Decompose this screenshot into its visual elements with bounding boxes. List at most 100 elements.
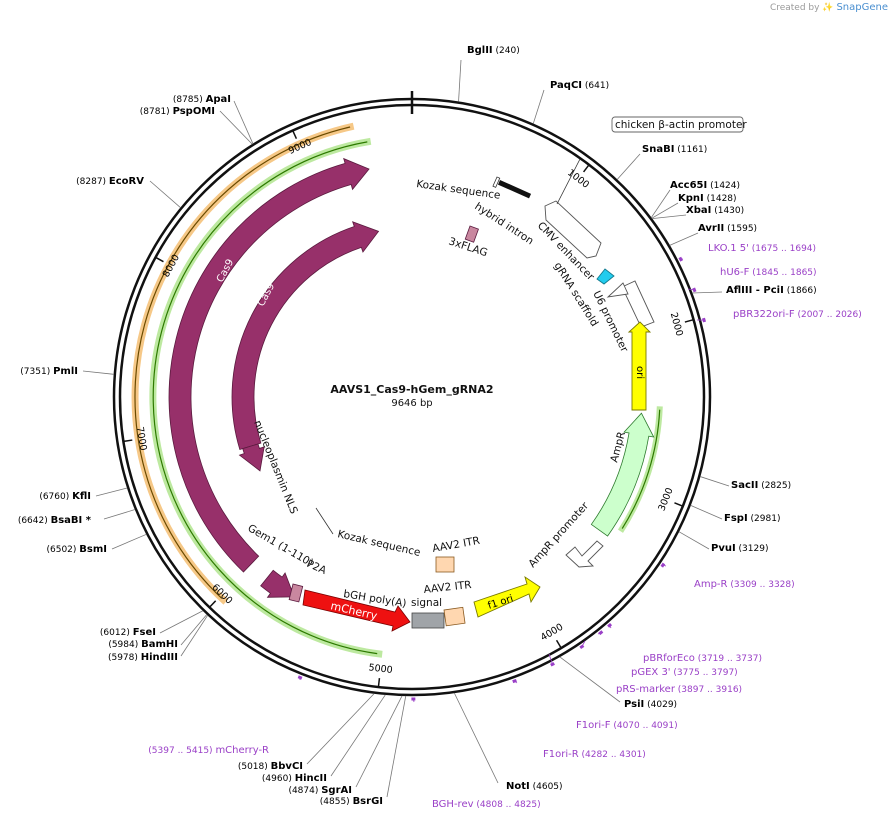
site-leader-line (219, 110, 253, 145)
kozak-bottom-label: Kozak sequence (336, 528, 421, 559)
restriction-site-label[interactable]: AvrII (1595) (698, 223, 757, 234)
restriction-site-label[interactable]: SnaBI (1161) (642, 144, 707, 155)
site-leader-line (651, 214, 687, 219)
tick-label: 7000 (134, 426, 149, 452)
primer-label[interactable]: (5397 .. 5415) mCherry-R (148, 745, 269, 756)
cas9-inner-arrow (231, 221, 380, 451)
primer-label[interactable]: pBRforEco (3719 .. 3737) (643, 653, 762, 664)
cmv-enhancer-arrow (544, 200, 602, 259)
u6-promoter-arrow (621, 280, 655, 328)
restriction-site-label[interactable]: (8287) EcoRV (76, 176, 144, 187)
aav2-itr-upper-label: AAV2 ITR (431, 535, 480, 555)
restriction-site-label[interactable]: (6642) BsaBI * (18, 515, 92, 526)
tick-label: 3000 (656, 486, 675, 513)
site-leader-line (669, 232, 699, 246)
tick-label: 1000 (565, 167, 591, 190)
aav2-itr-upper-box (435, 556, 455, 573)
site-leader-line (532, 89, 545, 124)
tick-mark (377, 678, 381, 687)
ori-arrow (627, 321, 652, 411)
site-leader-line (82, 370, 114, 375)
primer-label[interactable]: LKO.1 5' (1675 .. 1694) (708, 243, 816, 254)
restriction-site-label[interactable]: NotI (4605) (506, 781, 563, 792)
tick-label: 2000 (668, 311, 685, 337)
site-leader-line (597, 632, 602, 635)
site-leader-line (700, 476, 730, 487)
site-leader-line (330, 694, 386, 777)
ori-label: ori (634, 366, 645, 379)
nls-arrow (238, 443, 265, 472)
site-leader-line (103, 509, 136, 520)
site-leader-line (412, 698, 415, 703)
primer-label[interactable]: Amp-R (3309 .. 3328) (694, 579, 795, 590)
site-leader-line (386, 695, 407, 798)
tick-mark (684, 319, 693, 323)
restriction-site-label[interactable]: (8781) PspOMI (140, 106, 215, 117)
site-leader-line (616, 153, 641, 180)
plasmid-length: 9646 bp (391, 398, 432, 409)
kozak-marker (492, 176, 501, 188)
restriction-site-label[interactable]: PsiI (4029) (624, 699, 677, 710)
aav2-itr-right-label: AAV2 ITR (423, 579, 472, 596)
restriction-site-label[interactable]: (5018) BbvCI (238, 761, 303, 772)
restriction-site-label[interactable]: Acc65I (1424) (670, 180, 740, 191)
primer-label[interactable]: F1ori-R (4282 .. 4301) (543, 749, 646, 760)
cbeta-actin-leader (556, 158, 581, 205)
site-leader-line (581, 640, 586, 647)
restriction-site-label[interactable]: (6502) BsmI (46, 544, 107, 555)
restriction-site-label[interactable]: (5984) BamHI (108, 639, 178, 650)
restriction-site-label[interactable]: FspI (2981) (724, 513, 780, 524)
restriction-site-label[interactable]: (4874) SgrAI (288, 785, 352, 796)
ampr-promoter-arrow (565, 540, 604, 568)
tick-mark (582, 165, 590, 173)
primer-label[interactable]: hU6-F (1845 .. 1865) (720, 267, 817, 278)
restriction-site-label[interactable]: KpnI (1428) (678, 193, 737, 204)
restriction-site-label[interactable]: (6760) KflI (39, 491, 91, 502)
tick-mark (555, 639, 562, 648)
credit-brand: SnapGene (836, 2, 888, 13)
primer-label[interactable]: F1ori-F (4070 .. 4091) (576, 720, 678, 731)
gem1-label: Gem1 (1-110) (246, 522, 316, 569)
restriction-site-label[interactable]: AflIII - PciI (1866) (726, 285, 817, 296)
flag-box (464, 225, 479, 243)
feature-leaders (315, 158, 581, 535)
restriction-site-label[interactable]: (8785) ApaI (173, 94, 231, 105)
site-leader-line (650, 189, 671, 218)
restriction-site-label[interactable]: (6012) FseI (100, 627, 156, 638)
site-leader-line (559, 656, 621, 703)
primer-label[interactable]: pBR322ori-F (2007 .. 2026) (733, 309, 862, 320)
restriction-site-label[interactable]: SacII (2825) (731, 480, 791, 491)
site-leader-line (678, 531, 710, 550)
restriction-site-label[interactable]: XbaI (1430) (686, 205, 744, 216)
bgh-label-line2: signal (411, 597, 442, 609)
site-leader-line (458, 59, 462, 102)
site-leader-line (180, 615, 209, 657)
plasmid-name: AAVS1_Cas9-hGem_gRNA2 (330, 383, 493, 396)
site-leader-line (233, 100, 254, 144)
site-leader-line (159, 610, 204, 634)
site-leader-line (692, 291, 723, 294)
primer-mark (607, 622, 613, 628)
restriction-site-label[interactable]: (7351) PmlI (20, 366, 78, 377)
p2a-label: P2A (305, 558, 329, 578)
f1-ori-arrow (473, 575, 541, 618)
primer-label[interactable]: BGH-rev (4808 .. 4825) (432, 799, 541, 810)
restriction-site-label[interactable]: BglII (240) (467, 45, 520, 56)
cbeta-actin-label: chicken β-actin promoter (615, 119, 747, 131)
green-band-arrow (152, 141, 378, 655)
restriction-site-label[interactable]: PaqCI (641) (550, 80, 609, 91)
restriction-site-label[interactable]: (5978) HindIII (108, 652, 178, 663)
tick-mark (292, 131, 298, 139)
restriction-site-label[interactable]: (4855) BsrGI (320, 796, 383, 807)
site-leader-line (95, 487, 128, 497)
cbeta-actin-box (611, 116, 744, 133)
restriction-site-label[interactable]: PvuI (3129) (711, 543, 768, 554)
primer-label[interactable]: pGEX 3' (3775 .. 3797) (631, 667, 738, 678)
tick-mark (209, 600, 217, 608)
hybrid-intron-bar (497, 180, 532, 199)
gem1-arrow (260, 569, 295, 598)
tick-mark (156, 257, 164, 263)
restriction-site-label[interactable]: (4960) HincII (262, 773, 327, 784)
primer-label[interactable]: pRS-marker (3897 .. 3916) (616, 684, 742, 695)
site-leader-line (111, 533, 147, 550)
